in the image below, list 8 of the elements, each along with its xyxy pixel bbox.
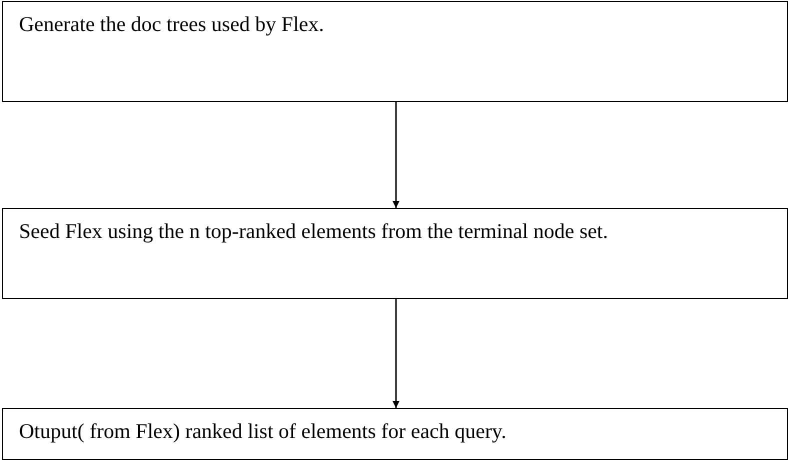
box-text: Generate the doc trees used by Flex.	[19, 11, 325, 38]
box-text: Seed Flex using the n top-ranked elements from the terminal node set.	[19, 218, 610, 245]
box-text: Otuput( from Flex) ranked list of elements for each query.	[19, 418, 508, 445]
process-box	[2, 1, 788, 102]
process-box	[2, 208, 788, 299]
arrow	[392, 102, 400, 208]
process-box	[2, 408, 788, 460]
arrow	[392, 299, 400, 408]
